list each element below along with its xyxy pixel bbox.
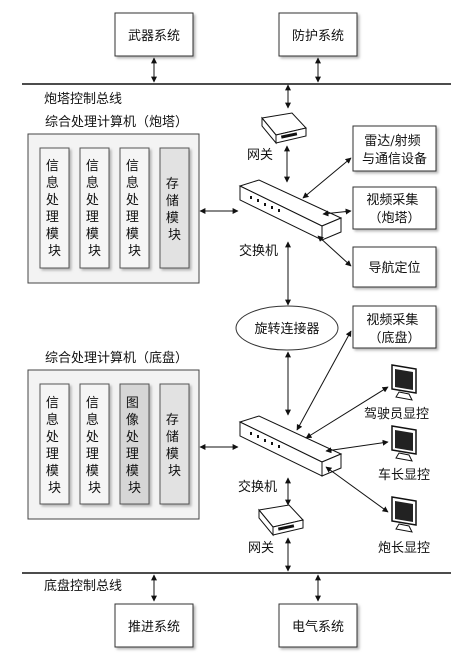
- chassis-storage-module-text: 存 储 模 块: [166, 413, 183, 479]
- propulsion-system-label: 推进系统: [128, 620, 180, 635]
- rotary-connector-label: 旋转连接器: [254, 321, 319, 337]
- propulsion-system-box: [114, 603, 194, 648]
- turret-storage-module: [159, 147, 190, 269]
- switch-bottom-label: 交换机: [238, 479, 277, 495]
- chassis-module-1: [39, 383, 70, 505]
- chassis-computer-title: 综合处理计算机（底盘）: [45, 350, 188, 366]
- commander-display-icon: [391, 425, 417, 462]
- turret-module-1-text: 信 息 处 理 模 块: [46, 159, 63, 259]
- protection-system-box: [278, 12, 358, 57]
- chassis-module-1-text: 信 息 处 理 模 块: [46, 396, 63, 496]
- gunner-display-icon: [391, 496, 417, 533]
- weapon-system-label: 武器系统: [128, 29, 180, 44]
- switch-top-label: 交换机: [239, 243, 278, 259]
- navigation-box: [352, 246, 437, 288]
- chassis-image-module-text: 图 像 处 理 模 块: [126, 396, 143, 496]
- electrical-system-label: 电气系统: [292, 619, 344, 635]
- gunner-display-label: 炮长显控: [378, 541, 430, 556]
- radar-rf-comm-box: [352, 125, 437, 172]
- switch-gunner-display-link: [325, 466, 389, 513]
- turret-module-3-text: 信 息 处 理 模 块: [126, 159, 143, 259]
- chassis-module-2: [79, 383, 110, 505]
- chassis-image-module: [119, 383, 150, 505]
- radar-rf-comm-label: 雷达/射频 与通信设备: [362, 133, 427, 167]
- gateway-bottom-device: [258, 504, 304, 537]
- turret-module-2: [79, 147, 110, 269]
- protection-system-label: 防护系统: [292, 28, 344, 44]
- electrical-system-box: [278, 603, 358, 648]
- navigation-label: 导航定位: [368, 260, 420, 276]
- turret-module-2-text: 信 息 处 理 模 块: [86, 159, 103, 259]
- driver-display-icon: [391, 364, 417, 401]
- switch-bottom-device: [238, 415, 343, 477]
- gateway-top-device: [261, 112, 307, 145]
- chassis-module-2-text: 信 息 处 理 模 块: [86, 396, 103, 496]
- switch-video-turret-link: [322, 208, 352, 217]
- driver-display-label: 驾驶员显控: [364, 407, 429, 422]
- chassis-bus-label: 底盘控制总线: [44, 578, 122, 594]
- commander-display-label: 车长显控: [378, 467, 430, 483]
- switch-top-device: [238, 179, 343, 241]
- gateway-top-label: 网关: [247, 148, 273, 163]
- turret-computer-title: 综合处理计算机（炮塔）: [45, 115, 188, 130]
- turret-storage-module-text: 存 储 模 块: [166, 177, 183, 243]
- video-capture-chassis-box: [352, 305, 437, 349]
- video-capture-chassis-label: 视频采集 （底盘）: [366, 312, 422, 346]
- turret-module-1: [39, 147, 70, 269]
- video-capture-turret-box: [352, 186, 437, 230]
- turret-bus-label: 炮塔控制总线: [44, 92, 122, 107]
- switch-radar-link: [302, 157, 352, 199]
- switch-driver-display-link: [305, 386, 389, 439]
- gateway-bottom-label: 网关: [248, 541, 274, 556]
- video-capture-turret-label: 视频采集 （炮塔）: [366, 192, 422, 226]
- switch-nav-link: [317, 235, 352, 267]
- chassis-storage-module: [159, 383, 190, 505]
- weapon-system-box: [114, 12, 194, 57]
- switch-commander-display-link: [325, 439, 389, 454]
- turret-module-3: [119, 147, 150, 269]
